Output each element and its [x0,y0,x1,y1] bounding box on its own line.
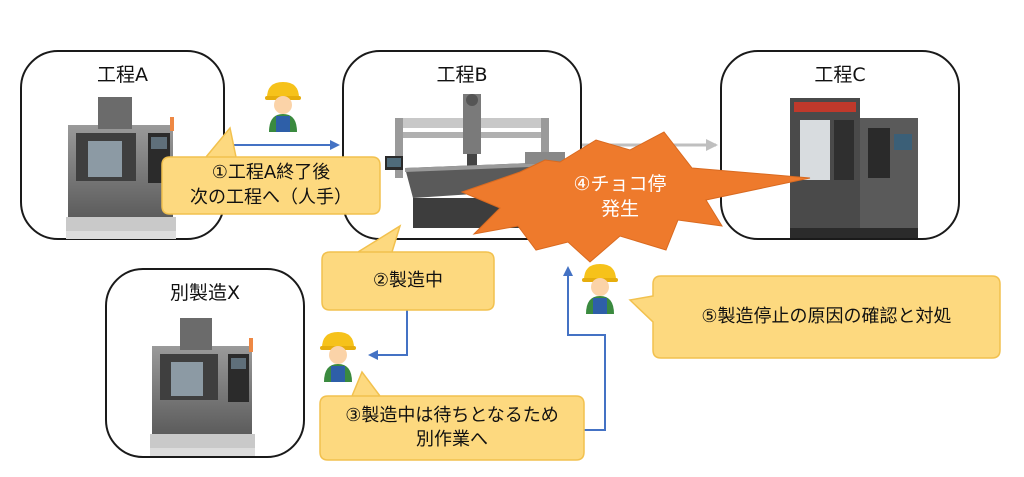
callout-step3-bubble [319,370,585,461]
callout-step5-text: ⑤製造停止の原因の確認と対処 [701,305,952,327]
callout-step3-text: ③製造中は待ちとなるため 別作業へ [345,404,559,450]
worker-hardhat-icon [582,264,618,314]
worker-hardhat-icon [320,332,356,382]
process-b-title: 工程B [436,64,488,86]
alert-burst-shape [460,131,811,263]
process-x-title: 別製造X [169,282,241,304]
callout-step2-bubble [321,224,495,311]
callout-step1-bubble [161,126,381,215]
machine-a-icon [66,97,176,239]
machine-x-icon [150,318,255,456]
callout-step2-text: ②製造中 [372,269,444,291]
callout-step5-bubble [628,275,1001,359]
process-c-title: 工程C [814,64,866,86]
process-a-title: 工程A [97,64,148,86]
machine-c-icon [790,98,918,238]
worker-hardhat-icon [265,82,301,132]
callout-step1-text: ①工程A終了後 次の工程へ（人手） [190,162,352,208]
callout-step4-text: ④チョコ停 発生 [573,173,667,220]
